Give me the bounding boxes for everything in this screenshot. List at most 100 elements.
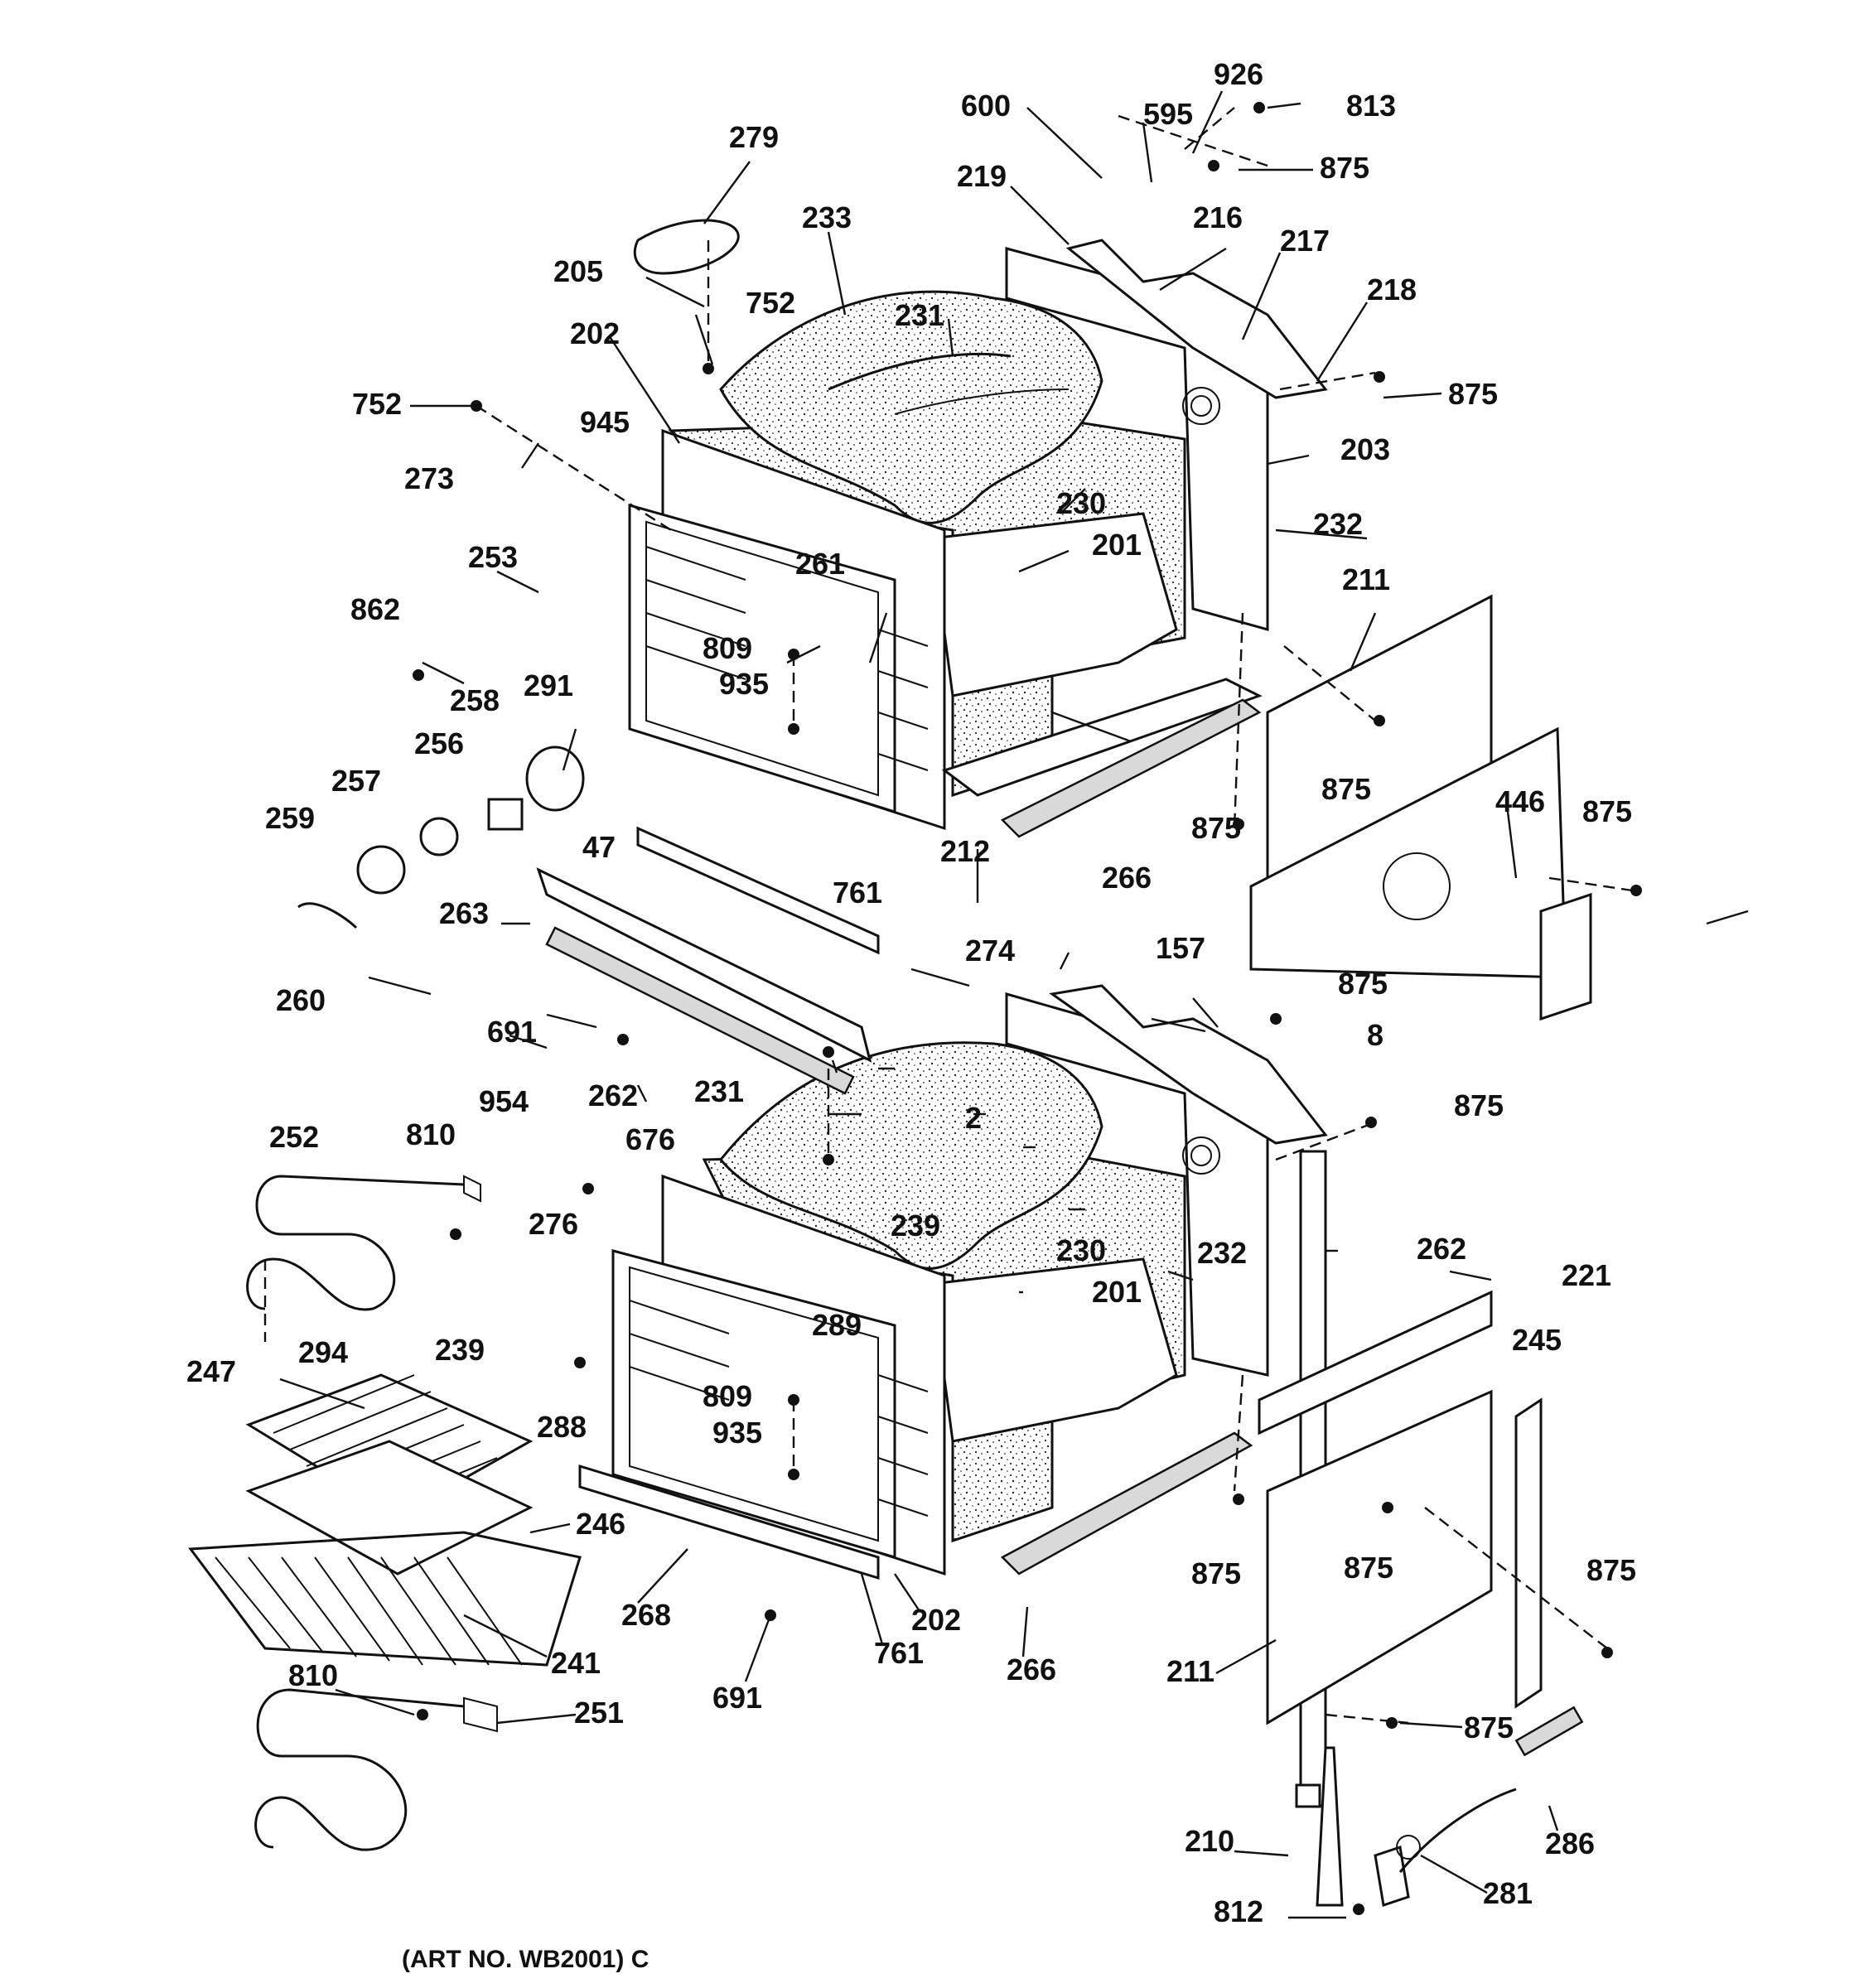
hardware-dots: [413, 102, 1642, 1915]
label-752-a: 752: [746, 286, 795, 320]
label-291: 291: [524, 668, 573, 702]
lower-side-panels: [1258, 1150, 1543, 1907]
label-218: 218: [1367, 273, 1417, 306]
door-hinge: [1374, 1706, 1584, 1907]
connection-lines: [263, 107, 1633, 1725]
label-246: 246: [576, 1507, 625, 1541]
label-276: 276: [529, 1207, 578, 1241]
upper-insulation-blanket: [719, 290, 1103, 524]
bake-element: [254, 1688, 498, 1851]
label-216: 216: [1193, 200, 1243, 234]
label-231-a: 231: [895, 298, 944, 332]
upper-bottom-trim: [941, 678, 1263, 797]
label-203: 203: [1340, 432, 1390, 466]
label-257: 257: [331, 764, 381, 798]
label-210: 210: [1185, 1824, 1234, 1858]
label-935-b: 935: [712, 1416, 762, 1450]
label-875-c: 875: [1321, 772, 1371, 806]
label-251: 251: [574, 1696, 624, 1730]
label-202-a: 202: [570, 316, 620, 350]
lower-side-bracket: [1514, 1397, 1543, 1709]
label-8: 8: [1367, 1018, 1384, 1052]
oven-rack: [188, 1531, 582, 1667]
label-256: 256: [414, 726, 464, 760]
label-219: 219: [957, 159, 1007, 193]
label-875-f: 875: [1338, 967, 1388, 1001]
label-241: 241: [551, 1646, 601, 1680]
label-954: 954: [479, 1084, 529, 1118]
label-239-a: 239: [891, 1209, 940, 1242]
label-286: 286: [1545, 1826, 1595, 1860]
label-862: 862: [350, 592, 400, 626]
label-809-a: 809: [703, 631, 752, 665]
label-875-b: 875: [1448, 377, 1498, 411]
upper-vent-strip: [1000, 698, 1262, 838]
label-260: 260: [276, 983, 326, 1017]
vent-assembly: [536, 826, 880, 1095]
label-211-b: 211: [1166, 1654, 1214, 1688]
label-268: 268: [621, 1598, 671, 1632]
label-232-b: 232: [1197, 1236, 1247, 1270]
lower-side-rail: [1258, 1290, 1493, 1436]
knob: [633, 219, 740, 275]
label-926: 926: [1214, 57, 1263, 91]
label-247: 247: [186, 1354, 236, 1388]
broiler-pan-tray: [245, 1440, 534, 1575]
broil-element: [246, 1175, 481, 1311]
label-2: 2: [965, 1101, 982, 1135]
upper-side-panels: [1249, 594, 1592, 1021]
label-245: 245: [1512, 1323, 1562, 1357]
label-274: 274: [965, 934, 1015, 967]
label-752-b: 752: [352, 387, 402, 421]
label-289: 289: [812, 1308, 862, 1342]
label-232-a: 232: [1313, 507, 1363, 541]
label-875-d: 875: [1582, 794, 1632, 828]
label-221: 221: [1562, 1258, 1611, 1292]
label-233: 233: [802, 200, 852, 234]
label-810-a: 810: [406, 1117, 456, 1151]
light-assembly: [297, 746, 585, 929]
label-202-b: 202: [911, 1603, 961, 1637]
label-279: 279: [729, 120, 779, 154]
vent-rail-top: [636, 826, 880, 955]
label-261: 261: [795, 547, 845, 581]
label-253: 253: [468, 540, 518, 574]
lower-insulation-blanket: [719, 1041, 1103, 1270]
label-262-a: 262: [588, 1078, 638, 1112]
label-259: 259: [265, 801, 315, 835]
label-676: 676: [625, 1122, 675, 1156]
label-157: 157: [1156, 931, 1205, 965]
label-446: 446: [1495, 784, 1545, 818]
lower-door-opening: [611, 1249, 896, 1560]
label-273: 273: [404, 461, 454, 495]
label-600: 600: [961, 89, 1011, 123]
upper-door-opening: [628, 504, 896, 814]
leader-lines: [368, 90, 1749, 1294]
label-211-a: 211: [1342, 562, 1390, 596]
label-266-a: 266: [1102, 861, 1152, 895]
label-812: 812: [1214, 1894, 1263, 1928]
label-875-g: 875: [1454, 1088, 1504, 1122]
label-810-b: 810: [288, 1658, 338, 1692]
label-262-b: 262: [1417, 1232, 1466, 1266]
label-935-a: 935: [719, 667, 769, 701]
art-number-caption: (ART NO. WB2001) C: [402, 1946, 649, 1973]
label-281: 281: [1483, 1876, 1533, 1910]
lower-cavity-side: [930, 1257, 1178, 1443]
label-691-b: 691: [712, 1681, 762, 1715]
label-217: 217: [1280, 224, 1330, 258]
label-875-j: 875: [1586, 1553, 1636, 1587]
lower-top-bracket: [1049, 984, 1328, 1145]
lower-vent-strip: [1000, 1431, 1253, 1575]
label-691-a: 691: [487, 1015, 537, 1049]
extra-leaders: [279, 1378, 1559, 1919]
label-945: 945: [580, 405, 630, 439]
lower-oven-assembly: [578, 984, 1328, 1580]
label-595: 595: [1143, 97, 1193, 131]
lower-bottom-trim: [578, 1464, 880, 1580]
part-labels: 600 926 813 595 875 279 219 233 216 217 …: [186, 57, 1636, 1973]
vent-trim: [536, 867, 872, 1063]
upper-cavity-side: [930, 512, 1178, 697]
label-230-b: 230: [1056, 1233, 1106, 1267]
